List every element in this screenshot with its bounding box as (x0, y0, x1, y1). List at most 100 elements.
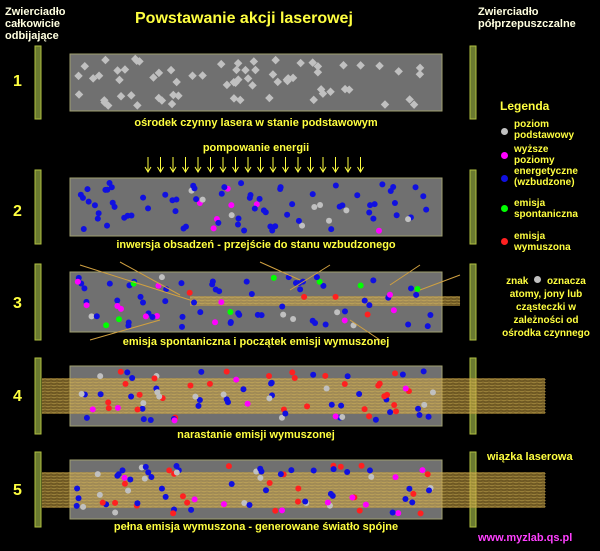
particle (228, 481, 235, 488)
particle (220, 391, 227, 398)
particle (266, 479, 273, 486)
particle (114, 297, 121, 304)
legend-excited-line-3: energetyczne (514, 166, 578, 177)
particle (80, 503, 87, 510)
particle (74, 485, 81, 492)
particle (240, 386, 247, 393)
particle (179, 493, 186, 500)
left-mirror-3 (34, 263, 42, 341)
particle (322, 372, 329, 379)
particle (356, 390, 363, 397)
legend-dot-stimulated (501, 238, 508, 245)
particle (323, 385, 330, 392)
particle (158, 274, 165, 281)
ground-particle (394, 67, 403, 76)
legend-ground-line-1: poziom (514, 119, 549, 130)
particle (125, 487, 132, 494)
spontaneous-ray (389, 264, 421, 286)
particle (366, 413, 373, 420)
particle (212, 319, 219, 326)
particle (402, 385, 409, 392)
particle (172, 208, 179, 215)
particle (227, 320, 234, 327)
legend-excited-line-4: (wzbudzone) (514, 177, 575, 188)
legend-dot-blue (501, 175, 508, 182)
pump-arrowhead (357, 166, 364, 173)
particle (83, 302, 90, 309)
ground-particle (405, 95, 414, 104)
note-after: oznacza atomy, jony lub cząsteczki w zal… (502, 276, 590, 339)
legend-spontaneous-line-1: emisja (514, 198, 546, 209)
ground-particle (222, 80, 232, 90)
particle (153, 313, 160, 320)
pump-arrowhead (194, 166, 202, 173)
particle (114, 302, 121, 309)
ground-particle (283, 76, 292, 86)
particle (387, 409, 394, 416)
particle (129, 375, 136, 382)
particle (243, 278, 250, 285)
particle (361, 406, 368, 413)
particle (197, 309, 204, 316)
particle (341, 381, 348, 388)
pump-arrowhead (232, 166, 239, 173)
particle (142, 313, 149, 320)
step-number-3: 3 (13, 295, 22, 312)
diagram-title: Powstawanie akcji laserowej (135, 10, 353, 27)
beam-full-wave (41, 496, 547, 499)
particle (140, 194, 147, 201)
particle (111, 203, 118, 210)
particle (151, 375, 158, 382)
particle (97, 391, 104, 398)
particle (106, 280, 113, 287)
particle (375, 227, 382, 234)
particle (354, 192, 361, 199)
particle (162, 493, 169, 500)
particle (140, 400, 147, 407)
ground-particle (115, 75, 124, 85)
pump-arrowhead (207, 166, 214, 173)
ground-particle (113, 66, 122, 75)
particle (170, 510, 177, 517)
particle (158, 485, 165, 492)
particle (277, 185, 284, 192)
particle (163, 286, 170, 293)
pump-arrowhead (257, 166, 264, 173)
note-dot-icon (534, 276, 542, 283)
note-before: znak (506, 276, 529, 287)
particle (215, 219, 222, 226)
particle (415, 405, 422, 412)
particle (391, 401, 398, 408)
particle (424, 471, 431, 478)
right-mirror-line-1: Zwierciadło (478, 6, 539, 18)
ground-particle (313, 67, 323, 77)
particle (180, 225, 187, 232)
right-mirror-2 (469, 169, 477, 245)
particle (332, 293, 339, 300)
ground-particle (216, 59, 226, 69)
particle (327, 490, 334, 497)
particle (389, 509, 396, 516)
pump-arrowhead (169, 166, 177, 173)
particle (94, 215, 101, 222)
particle (361, 297, 368, 304)
particle (341, 308, 348, 315)
particle (366, 209, 373, 216)
beam-growing-wave (41, 402, 547, 405)
particle (73, 502, 80, 509)
particle (392, 370, 399, 377)
particle (95, 210, 102, 217)
particle (198, 368, 205, 375)
site-url: www.myzlab.qs.pl (478, 532, 573, 544)
particle (114, 404, 121, 411)
particle (349, 494, 356, 501)
particle (379, 181, 386, 188)
spontaneous-ray (419, 274, 461, 291)
particle (357, 282, 364, 289)
step-caption-5: pełna emisja wymuszona - generowane świa… (113, 521, 399, 533)
particle (393, 212, 400, 219)
ground-particle (198, 71, 207, 80)
legend-excited-line-2: poziomy (514, 155, 555, 166)
particle (282, 410, 289, 417)
ground-particle (249, 57, 259, 66)
